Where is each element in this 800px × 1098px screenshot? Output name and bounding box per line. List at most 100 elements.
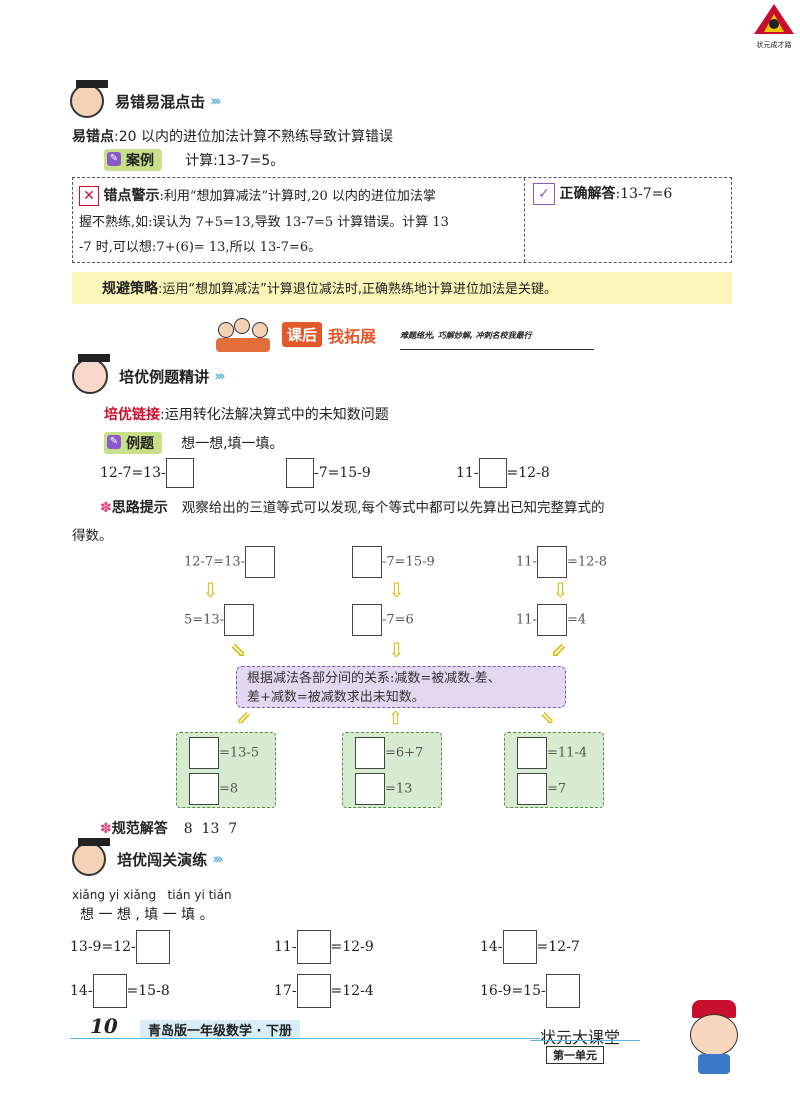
flower-icon: ✽	[100, 500, 112, 516]
practice-eq-2: 11-=12-9	[274, 930, 374, 964]
answer-box[interactable]	[135, 930, 170, 964]
answer-box[interactable]	[92, 974, 127, 1008]
strategy-label: 规避策略	[102, 281, 158, 297]
error-point-line: 易错点:20 以内的进位加法计算不熟练导致计算错误	[72, 126, 393, 146]
page-number: 10	[90, 1014, 118, 1038]
case-line: ✎案例 计算:13-7=5。	[104, 149, 284, 171]
answer-box	[352, 604, 382, 636]
answer-box	[536, 546, 567, 578]
flow-c2-top: -7=15-9	[352, 546, 435, 578]
warning-box: ✕ 错点警示:利用“想加算减法”计算时,20 以内的进位加法掌 握不熟练,如:误…	[72, 177, 732, 263]
hint-block: ✽思路提示观察给出的三道等式可以发现,每个等式中都可以先算出已知完整算式的 得数…	[72, 494, 740, 550]
flow-c2-mid: -7=6	[352, 604, 414, 636]
correct-label: 正确解答	[559, 186, 616, 202]
solution-box-1: =13-5 =8	[176, 732, 276, 808]
down-arrow-icon: ⇙	[550, 638, 567, 662]
cross-icon: ✕	[79, 186, 99, 206]
girl-avatar-icon	[72, 354, 110, 394]
pinyin-line: xiǎng yi xiǎng tián yi tián	[72, 888, 232, 902]
error-point-label: 易错点	[72, 129, 114, 145]
strategy-text: :运用“想加算减法”计算退位减法时,正确熟练地计算进位加法是关键。	[158, 282, 557, 297]
practice-eq-3: 14-=12-7	[480, 930, 580, 964]
error-section-header: 易错易混点击 ›››	[70, 80, 222, 118]
section-title: 易错易混点击	[115, 92, 206, 111]
practice-eq-5: 17-=12-4	[274, 974, 374, 1008]
link-label: 培优链接	[104, 407, 160, 423]
example-tag: ✎例题	[104, 432, 162, 454]
teacher-avatar-icon	[70, 80, 108, 118]
answer-box[interactable]	[286, 458, 314, 488]
down-arrow-icon: ⇩	[388, 638, 405, 662]
chevron-right-icon: ›››	[210, 93, 221, 110]
practice-section-header: 培优闯关演练 ›››	[72, 838, 224, 876]
rule-text-1: 根据减法各部分间的关系:减数=被减数-差、	[247, 671, 501, 686]
flow-c1-mid: 5=13-	[184, 604, 255, 636]
practice-eq-6: 16-9=15-	[480, 974, 580, 1008]
mascot-icon	[676, 1000, 752, 1076]
warning-panel: ✕ 错点警示:利用“想加算减法”计算时,20 以内的进位加法掌 握不熟练,如:误…	[73, 178, 525, 262]
check-icon: ✓	[533, 183, 555, 205]
publisher-logo: 状元成才路	[752, 2, 796, 49]
up-arrow-icon: ⇧	[388, 708, 404, 729]
banner: 课后 我拓展 难题络光, 巧解妙解, 冲刺名校我最行	[214, 316, 594, 356]
rule-text-2: 差+减数=被减数求出未知数。	[247, 690, 425, 705]
flower-icon: ✽	[100, 821, 112, 837]
footer-brand: 状元大课堂	[540, 1028, 621, 1047]
section-title: 培优闯关演练	[117, 850, 208, 869]
warning-text-2: 握不熟练,如:误认为 7+5=13,导致 13-7=5 计算错误。计算 13	[79, 215, 449, 230]
hint-text-1: 观察给出的三道等式可以发现,每个等式中都可以先算出已知完整算式的	[181, 500, 605, 516]
answer-label: 规范解答	[111, 821, 168, 837]
chevron-right-icon: ›››	[212, 851, 223, 868]
pencil-icon: ✎	[107, 152, 121, 166]
banner-tag-1: 课后	[282, 322, 323, 347]
hint-label: 思路提示	[111, 500, 168, 516]
practice-eq-1: 13-9=12-	[70, 930, 170, 964]
section-title: 培优例题精讲	[119, 367, 210, 386]
warning-text-1: :利用“想加算减法”计算时,20 以内的进位加法掌	[159, 189, 436, 204]
example-eq-2: -7=15-9	[286, 458, 371, 488]
banner-tag-2: 我拓展	[328, 327, 377, 346]
link-text: :运用转化法解决算式中的未知数问题	[160, 407, 389, 423]
link-line: 培优链接:运用转化法解决算式中的未知数问题	[104, 404, 389, 424]
down-arrow-icon: ⇩	[388, 578, 405, 602]
hint-text-2: 得数。	[72, 528, 113, 544]
correct-text: :13-7=6	[615, 186, 673, 202]
flow-c3-mid: 11-=4	[516, 604, 586, 636]
answer-box[interactable]	[165, 458, 194, 488]
example-eq-3: 11-=12-8	[456, 458, 550, 488]
up-arrow-icon: ⇙	[236, 708, 252, 729]
rule-box: 根据减法各部分间的关系:减数=被减数-差、 差+减数=被减数求出未知数。	[236, 666, 566, 708]
warning-text-3: -7 时,可以想:7+(6)= 13,所以 13-7=6。	[79, 240, 322, 255]
answer-box[interactable]	[502, 930, 537, 964]
pencil-icon: ✎	[107, 435, 121, 449]
book-title: 青岛版一年级数学 · 下册	[140, 1020, 300, 1039]
case-tag: ✎案例	[104, 149, 162, 171]
correct-panel: ✓ 正确解答:13-7=6	[533, 183, 672, 205]
up-arrow-icon: ⇘	[540, 708, 556, 729]
teacher-avatar-icon	[72, 838, 110, 876]
answer-box[interactable]	[296, 974, 331, 1008]
answer-box[interactable]	[478, 458, 507, 488]
flow-c3-top: 11-=12-8	[516, 546, 607, 578]
solution-box-2: =6+7 =13	[342, 732, 442, 808]
down-arrow-icon: ⇩	[202, 578, 219, 602]
practice-prompt: 想 一 想 , 填 一 填 。	[80, 907, 214, 923]
answer-box[interactable]	[545, 974, 580, 1008]
logo-triangle-icon	[754, 4, 794, 34]
warning-label: 错点警示	[103, 188, 160, 204]
banner-slogan: 难题络光, 巧解妙解, 冲刺名校我最行	[400, 331, 532, 340]
answer-box[interactable]	[296, 930, 331, 964]
example-line: ✎例题 想一想,填一填。	[104, 432, 284, 454]
strategy-bar: 规避策略:运用“想加算减法”计算退位减法时,正确熟练地计算进位加法是关键。	[72, 272, 732, 304]
answer-box	[352, 546, 382, 578]
logo-text: 状元成才路	[756, 41, 792, 49]
answer-box	[536, 604, 567, 636]
down-arrow-icon: ⇘	[230, 638, 247, 662]
answer-box	[224, 604, 255, 636]
footer-left: 10 青岛版一年级数学 · 下册	[70, 1014, 540, 1040]
example-text: 想一想,填一填。	[181, 436, 284, 452]
answer-box	[245, 546, 276, 578]
example-section-header: 培优例题精讲 ›››	[72, 354, 226, 394]
case-text: 计算:13-7=5。	[185, 153, 285, 169]
